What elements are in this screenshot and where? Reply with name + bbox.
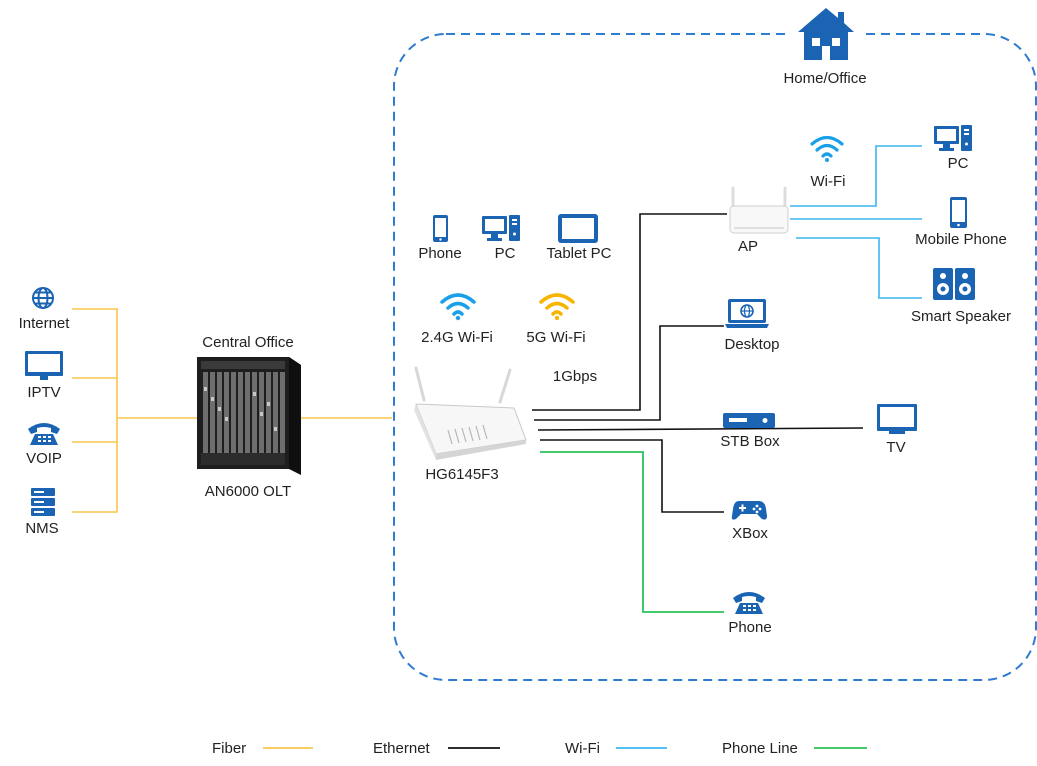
tablet-icon xyxy=(558,214,598,243)
wifi-icon xyxy=(810,135,844,162)
fiber-link-internet-nms xyxy=(72,308,118,513)
speaker-icon xyxy=(933,268,975,300)
phone-line-link xyxy=(540,451,724,613)
region-label: Home/Office xyxy=(783,70,867,87)
smartphone-icon xyxy=(433,215,448,242)
ap-wifi-label: Wi-Fi xyxy=(810,173,846,190)
house-icon xyxy=(798,8,854,60)
ont-speed-label: 1Gbps xyxy=(552,368,598,385)
ap-client-label-pc: PC xyxy=(947,155,969,172)
legend-label-fiber: Fiber xyxy=(212,740,247,757)
ethernet-link-ap xyxy=(532,213,727,411)
wired-label-stb: STB Box xyxy=(720,433,780,450)
access-point-icon xyxy=(729,186,789,234)
telephone-icon xyxy=(733,592,765,614)
gamepad-icon xyxy=(731,501,767,520)
legend-label-phone-line: Phone Line xyxy=(722,740,798,757)
telephone-icon xyxy=(28,423,60,445)
wifi-band-label-24g: 2.4G Wi-Fi xyxy=(421,329,493,346)
wifi-link-speaker xyxy=(796,237,922,299)
wifi-icon xyxy=(440,293,476,321)
service-label-iptv: IPTV xyxy=(27,384,61,401)
ap-client-label-speaker: Smart Speaker xyxy=(910,308,1012,325)
monitor-icon xyxy=(25,351,63,380)
olt-device-label: AN6000 OLT xyxy=(204,483,292,500)
wired-label-xbox: XBox xyxy=(732,525,768,542)
service-label-nms: NMS xyxy=(25,520,59,537)
home-office-boundary xyxy=(393,33,1037,681)
tv-icon xyxy=(877,404,917,434)
ethernet-links xyxy=(532,213,864,513)
fiber-links xyxy=(72,308,392,513)
ethernet-link-xbox xyxy=(540,439,724,513)
wifi-links xyxy=(790,145,922,299)
set-top-box-icon xyxy=(723,413,775,428)
laptop-icon xyxy=(725,299,769,328)
wifi-client-label-pc: PC xyxy=(494,245,516,262)
wifi-icon xyxy=(539,293,575,321)
olt-chassis-icon xyxy=(197,357,301,475)
legend-label-wifi: Wi-Fi xyxy=(565,740,600,757)
globe-icon xyxy=(32,287,54,309)
wifi-band-label-5g: 5G Wi-Fi xyxy=(526,329,586,346)
desktop-pc-icon xyxy=(934,125,972,151)
wired-label-tv: TV xyxy=(886,439,906,456)
smartphone-icon xyxy=(950,197,967,228)
wifi-link-pc xyxy=(790,145,922,207)
service-label-internet: Internet xyxy=(18,315,70,332)
ethernet-link-stb-tv xyxy=(537,427,864,431)
service-label-voip: VOIP xyxy=(26,450,62,467)
router-icon xyxy=(414,366,527,460)
wired-label-phone: Phone xyxy=(728,619,772,636)
wifi-client-label-phone: Phone xyxy=(418,245,462,262)
central-office-title: Central Office xyxy=(202,334,294,351)
ethernet-link-desktop xyxy=(534,325,724,421)
legend-label-ethernet: Ethernet xyxy=(373,740,430,757)
desktop-pc-icon xyxy=(482,215,520,241)
ap-client-label-mobile: Mobile Phone xyxy=(915,231,1007,248)
ont-device-label: HG6145F3 xyxy=(425,466,499,483)
wired-label-desktop: Desktop xyxy=(724,336,780,353)
server-icon xyxy=(31,488,55,516)
ap-device-label: AP xyxy=(737,238,759,255)
wifi-client-label-tablet: Tablet PC xyxy=(546,245,612,262)
